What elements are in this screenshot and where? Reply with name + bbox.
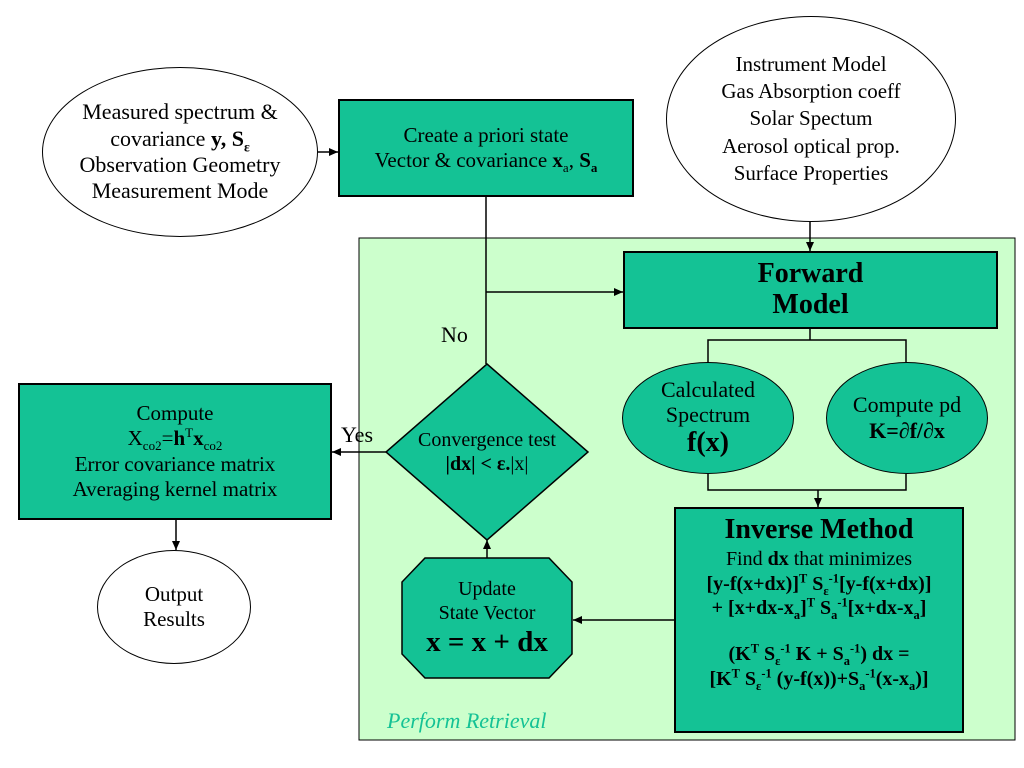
compute-box: Compute Xco2=hTxco2 Error covariance mat… bbox=[18, 383, 332, 520]
convergence-diamond bbox=[384, 363, 590, 541]
forward-line1: Forward bbox=[757, 258, 864, 290]
pd-line1: Compute pd bbox=[852, 391, 962, 417]
inverse-eq4: [KT Sε-1 (y-f(x))+Sa-1(x-xa)] bbox=[709, 666, 929, 693]
calc-line1: Calculated bbox=[660, 376, 756, 402]
compute-pd-oval: Compute pd K=∂f/∂x bbox=[826, 362, 988, 474]
compute-line4: Averaging kernel matrix bbox=[72, 476, 278, 501]
calculated-spectrum-oval: Calculated Spectrum f(x) bbox=[622, 362, 794, 474]
output-line2: Results bbox=[143, 607, 205, 631]
inverse-eq3: (KT Sε-1 K + Sa-1) dx = bbox=[728, 641, 910, 669]
forward-model-box: Forward Model bbox=[623, 251, 998, 329]
update-line3: x = x + dx bbox=[426, 625, 548, 658]
inverse-eq2: + [x+dx-xa]T Sa-1[x+dx-xa] bbox=[711, 595, 927, 622]
instrument-line5: Surface Properties bbox=[733, 160, 889, 185]
inverse-eq1: [y-f(x+dx)]T Sε-1[y-f(x+dx)] bbox=[706, 570, 932, 598]
apriori-line1: Create a priori state bbox=[403, 122, 569, 147]
calc-line2: Spectrum bbox=[665, 401, 751, 427]
compute-line2: Xco2=hTxco2 bbox=[127, 425, 223, 454]
calc-line3: f(x) bbox=[687, 427, 729, 459]
apriori-line2: Vector & covariance xa, Sa bbox=[374, 148, 598, 176]
measured-line4: Measurement Mode bbox=[91, 178, 269, 204]
inverse-method-box: Inverse Method Find dx that minimizes [y… bbox=[674, 507, 964, 733]
label-yes: Yes bbox=[341, 422, 374, 447]
convergence-line1: Convergence test bbox=[418, 429, 556, 451]
instrument-line4: Aerosol optical prop. bbox=[722, 133, 900, 158]
inverse-find: Find dx that minimizes bbox=[725, 548, 913, 571]
instrument-line1: Instrument Model bbox=[735, 51, 887, 76]
measured-spectrum-oval: Measured spectrum & covariance y, Sε Obs… bbox=[42, 67, 318, 237]
label-no: No bbox=[441, 322, 468, 347]
forward-line2: Model bbox=[772, 289, 849, 320]
output-line1: Output bbox=[144, 581, 204, 606]
compute-line3: Error covariance matrix bbox=[74, 451, 276, 476]
update-line1: Update bbox=[458, 577, 516, 600]
apriori-box: Create a priori state Vector & covarianc… bbox=[338, 99, 634, 197]
inverse-title: Inverse Method bbox=[724, 514, 914, 545]
compute-line1: Compute bbox=[136, 401, 214, 426]
output-results-oval: Output Results bbox=[97, 550, 251, 664]
convergence-line2: |dx| < ε.|x| bbox=[445, 453, 529, 475]
update-line2: State Vector bbox=[438, 601, 536, 624]
update-octagon bbox=[401, 557, 573, 679]
label-perform-retrieval: Perform Retrieval bbox=[387, 708, 547, 733]
line-merge bbox=[707, 474, 907, 491]
pd-line2: K=∂f/∂x bbox=[869, 418, 945, 443]
update-state-text: Update State Vector x = x + dx bbox=[402, 562, 572, 674]
line-forward-split bbox=[707, 339, 907, 362]
instrument-line3: Solar Spectum bbox=[749, 106, 873, 131]
instrument-line2: Gas Absorption coeff bbox=[721, 79, 901, 104]
measured-line2: covariance y, Sε bbox=[110, 125, 250, 154]
convergence-text: Convergence test |dx| < ε.|x| bbox=[386, 420, 588, 484]
instrument-model-oval: Instrument Model Gas Absorption coeff So… bbox=[666, 16, 956, 222]
measured-line1: Measured spectrum & bbox=[82, 99, 278, 125]
measured-line3: Observation Geometry bbox=[79, 152, 281, 177]
